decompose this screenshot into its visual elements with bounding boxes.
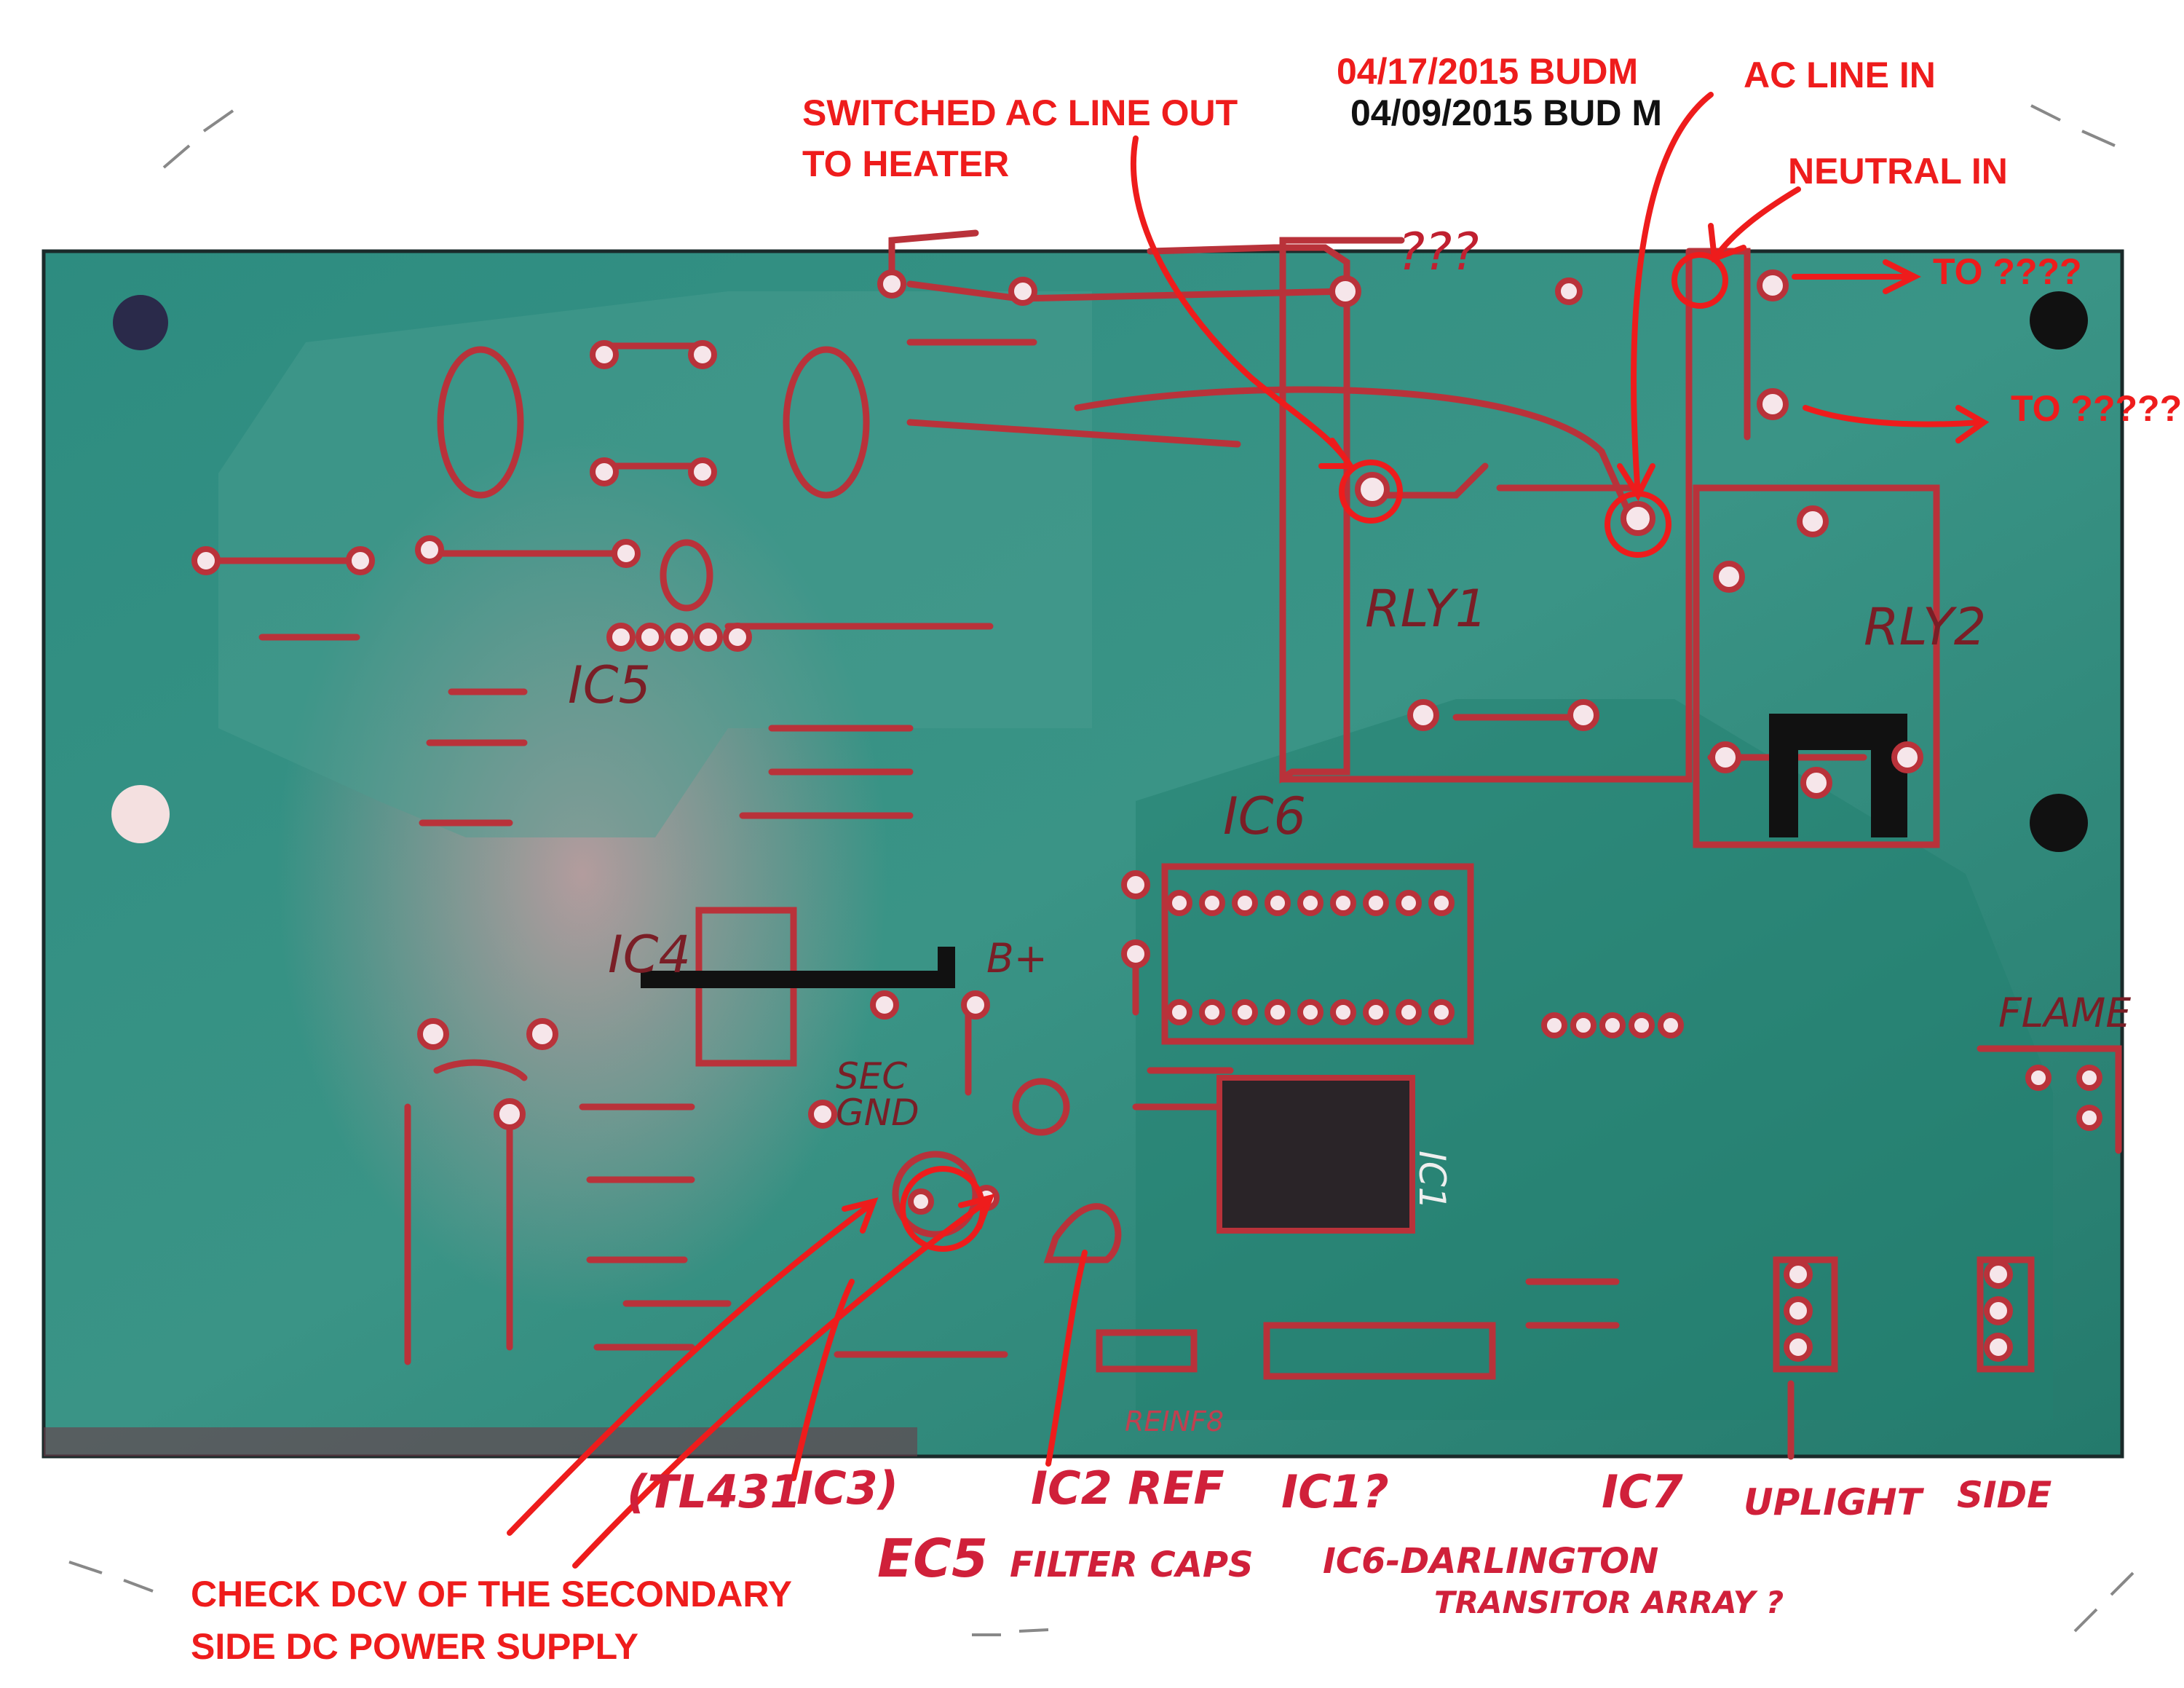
ic4-label: IC4 bbox=[608, 925, 691, 985]
mounting-hole bbox=[2030, 794, 2088, 852]
b-plus-label: B+ bbox=[986, 935, 1048, 982]
flame-label: FLAME bbox=[1998, 990, 2131, 1036]
transistor-array-label: TRANSITOR ARRAY ? bbox=[1434, 1585, 1784, 1620]
gnd-label: GND bbox=[836, 1092, 919, 1134]
sec-label: SEC bbox=[836, 1055, 907, 1097]
mounting-hole bbox=[111, 785, 170, 843]
ec5-label: EC5 bbox=[877, 1528, 988, 1589]
to-unknown-2-label: TO ????? bbox=[2011, 388, 2182, 429]
tl431-label: (TL431 bbox=[627, 1465, 802, 1518]
unknown-pins-label: ??? bbox=[1398, 222, 1479, 282]
power-supply-label: SIDE DC POWER SUPPLY bbox=[191, 1626, 638, 1667]
ic1-question-label: IC1? bbox=[1281, 1465, 1389, 1518]
rly1-label: RLY1 bbox=[1365, 579, 1487, 639]
ic7-label: IC7 bbox=[1602, 1465, 1684, 1518]
annotation-arrows bbox=[507, 92, 1990, 1569]
ic6-darlington-label: IC6-DARLINGTON bbox=[1323, 1541, 1658, 1582]
to-unknown-1-label: TO ???? bbox=[1933, 251, 2082, 292]
ic3-label: IC3) bbox=[796, 1462, 898, 1515]
check-dcv-label: CHECK DCV OF THE SECONDARY bbox=[191, 1574, 792, 1614]
to-heater-label: TO HEATER bbox=[802, 143, 1009, 184]
ic6-label: IC6 bbox=[1223, 786, 1306, 846]
switched-ac-line-out-label: SWITCHED AC LINE OUT bbox=[802, 92, 1238, 133]
reinf-label: REINF8 bbox=[1125, 1405, 1224, 1437]
neutral-in-label: NEUTRAL IN bbox=[1788, 151, 2008, 192]
ic5-label: IC5 bbox=[568, 655, 651, 715]
side-label: SIDE bbox=[1957, 1474, 2052, 1516]
mounting-hole bbox=[113, 295, 168, 350]
ic1-label: IC1 bbox=[1411, 1151, 1453, 1210]
mounting-hole bbox=[2030, 291, 2088, 350]
solder-pads bbox=[191, 269, 2102, 1362]
rly2-label: RLY2 bbox=[1864, 597, 1986, 657]
scan-marks bbox=[68, 104, 2134, 1636]
date-black-label: 04/09/2015 BUD M bbox=[1350, 92, 1662, 133]
filter-caps-label: FILTER CAPS bbox=[1010, 1545, 1254, 1585]
ic2-ref-label: IC2 REF bbox=[1031, 1462, 1224, 1515]
ac-line-in-label: AC LINE IN bbox=[1744, 55, 1936, 95]
uplight-label: UPLIGHT bbox=[1744, 1481, 1925, 1523]
date-red-label: 04/17/2015 BUDM bbox=[1337, 51, 1638, 92]
